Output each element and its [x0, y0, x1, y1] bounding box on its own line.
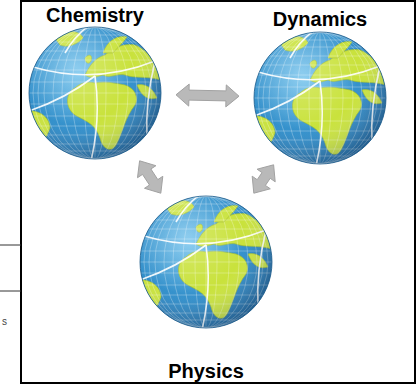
double-arrow: [138, 161, 163, 193]
node-label: Dynamics: [273, 8, 368, 30]
node-label: Chemistry: [46, 4, 144, 26]
node-label: Physics: [168, 360, 244, 382]
globe-node: Physics: [139, 194, 273, 382]
double-arrow: [176, 84, 239, 107]
globe-node: Dynamics: [253, 8, 387, 164]
double-arrow: [252, 165, 275, 193]
fragment-text: s: [2, 316, 7, 327]
globe-node: Chemistry: [28, 4, 162, 160]
